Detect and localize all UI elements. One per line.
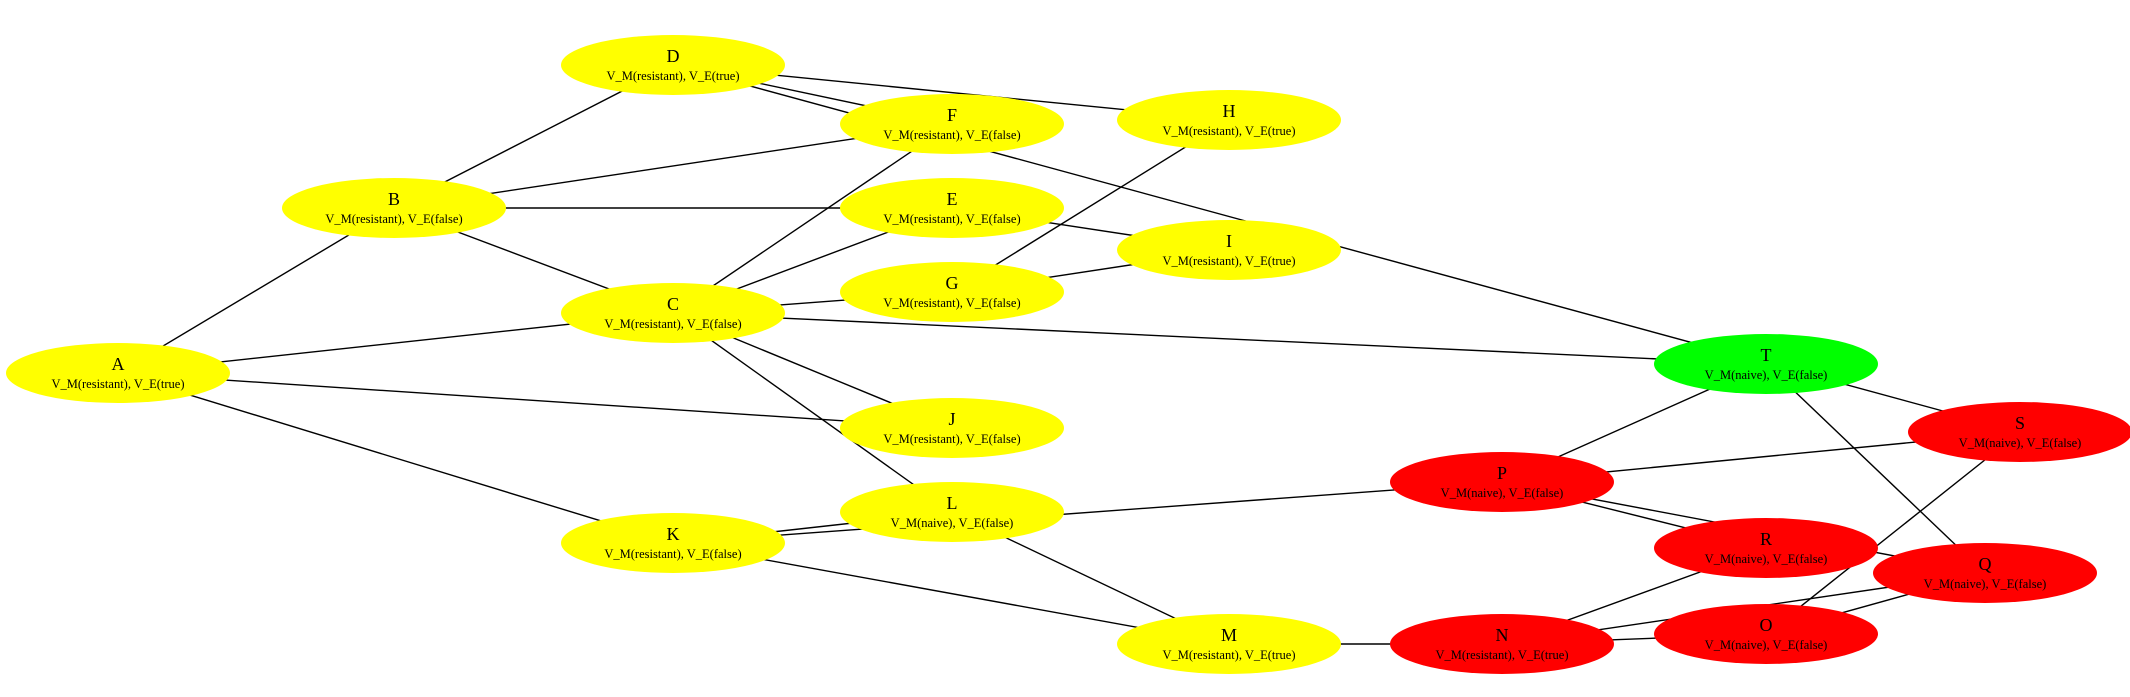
node-a-shape — [6, 343, 230, 403]
node-b-label: V_M(resistant), V_E(false) — [325, 212, 462, 226]
node-s-label: V_M(naive), V_E(false) — [1959, 436, 2082, 450]
node-g-title: G — [946, 273, 959, 293]
node-f-title: F — [947, 105, 957, 125]
node-s-shape — [1908, 402, 2130, 462]
node-q[interactable]: Q V_M(naive), V_E(false) — [1873, 543, 2097, 603]
edge-o-s — [1765, 431, 2021, 635]
node-o-label: V_M(naive), V_E(false) — [1705, 638, 1828, 652]
node-n-label: V_M(resistant), V_E(true) — [1435, 648, 1568, 662]
edge-c-t — [672, 312, 1767, 365]
node-s-title: S — [2015, 413, 2025, 433]
node-t-label: V_M(naive), V_E(false) — [1705, 368, 1828, 382]
node-r-shape — [1654, 518, 1878, 578]
node-m-title: M — [1221, 625, 1237, 645]
node-q-shape — [1873, 543, 2097, 603]
node-b-title: B — [388, 189, 400, 209]
node-j[interactable]: J V_M(resistant), V_E(false) — [840, 398, 1064, 458]
node-p-title: P — [1497, 463, 1507, 483]
node-q-label: V_M(naive), V_E(false) — [1924, 577, 2047, 591]
node-m-shape — [1117, 614, 1341, 674]
node-b[interactable]: B V_M(resistant), V_E(false) — [282, 178, 506, 238]
node-f-shape — [840, 94, 1064, 154]
node-e-shape — [840, 178, 1064, 238]
node-p-label: V_M(naive), V_E(false) — [1441, 486, 1564, 500]
node-t-title: T — [1761, 345, 1772, 365]
node-f-label: V_M(resistant), V_E(false) — [883, 128, 1020, 142]
node-j-title: J — [948, 409, 955, 429]
edge-c-f — [672, 123, 953, 314]
edge-a-b — [117, 207, 395, 374]
node-j-label: V_M(resistant), V_E(false) — [883, 432, 1020, 446]
node-r-label: V_M(naive), V_E(false) — [1705, 552, 1828, 566]
edge-t-q — [1765, 363, 1986, 574]
node-b-shape — [282, 178, 506, 238]
node-a-title: A — [112, 354, 125, 374]
node-m[interactable]: M V_M(resistant), V_E(true) — [1117, 614, 1341, 674]
node-d[interactable]: D V_M(resistant), V_E(true) — [561, 35, 785, 95]
node-p-shape — [1390, 452, 1614, 512]
node-k-shape — [561, 513, 785, 573]
node-layer: A V_M(resistant), V_E(true) B V_M(resistant… — [6, 35, 2130, 674]
node-i[interactable]: I V_M(resistant), V_E(true) — [1117, 220, 1341, 280]
node-e-title: E — [947, 189, 958, 209]
node-l-title: L — [947, 493, 958, 513]
node-q-title: Q — [1979, 554, 1992, 574]
node-h-title: H — [1223, 101, 1236, 121]
node-i-title: I — [1226, 231, 1232, 251]
node-e[interactable]: E V_M(resistant), V_E(false) — [840, 178, 1064, 238]
node-l[interactable]: L V_M(naive), V_E(false) — [840, 482, 1064, 542]
node-o-shape — [1654, 604, 1878, 664]
node-i-shape — [1117, 220, 1341, 280]
node-h-shape — [1117, 90, 1341, 150]
node-t-shape — [1654, 334, 1878, 394]
node-g[interactable]: G V_M(resistant), V_E(false) — [840, 262, 1064, 322]
node-l-shape — [840, 482, 1064, 542]
node-o-title: O — [1760, 615, 1773, 635]
edge-a-j — [117, 372, 953, 429]
node-c-label: V_M(resistant), V_E(false) — [604, 317, 741, 331]
node-k-title: K — [667, 524, 680, 544]
node-n-shape — [1390, 614, 1614, 674]
node-a[interactable]: A V_M(resistant), V_E(true) — [6, 343, 230, 403]
node-g-shape — [840, 262, 1064, 322]
node-r[interactable]: R V_M(naive), V_E(false) — [1654, 518, 1878, 578]
node-k-label: V_M(resistant), V_E(false) — [604, 547, 741, 561]
node-l-label: V_M(naive), V_E(false) — [891, 516, 1014, 530]
edge-a-k — [117, 372, 674, 544]
edge-c-l — [672, 312, 953, 513]
node-d-shape — [561, 35, 785, 95]
node-c[interactable]: C V_M(resistant), V_E(false) — [561, 283, 785, 343]
edge-k-p — [672, 481, 1503, 544]
edge-g-h — [951, 119, 1230, 293]
node-e-label: V_M(resistant), V_E(false) — [883, 212, 1020, 226]
node-g-label: V_M(resistant), V_E(false) — [883, 296, 1020, 310]
node-i-label: V_M(resistant), V_E(true) — [1162, 254, 1295, 268]
node-d-title: D — [667, 46, 680, 66]
node-h-label: V_M(resistant), V_E(true) — [1162, 124, 1295, 138]
node-n[interactable]: N V_M(resistant), V_E(true) — [1390, 614, 1614, 674]
node-p[interactable]: P V_M(naive), V_E(false) — [1390, 452, 1614, 512]
node-s[interactable]: S V_M(naive), V_E(false) — [1908, 402, 2130, 462]
node-m-label: V_M(resistant), V_E(true) — [1162, 648, 1295, 662]
node-k[interactable]: K V_M(resistant), V_E(false) — [561, 513, 785, 573]
node-h[interactable]: H V_M(resistant), V_E(true) — [1117, 90, 1341, 150]
node-t[interactable]: T V_M(naive), V_E(false) — [1654, 334, 1878, 394]
node-f[interactable]: F V_M(resistant), V_E(false) — [840, 94, 1064, 154]
node-n-title: N — [1496, 625, 1509, 645]
node-r-title: R — [1760, 529, 1772, 549]
node-c-title: C — [667, 294, 679, 314]
node-a-label: V_M(resistant), V_E(true) — [51, 377, 184, 391]
node-j-shape — [840, 398, 1064, 458]
node-c-shape — [561, 283, 785, 343]
node-d-label: V_M(resistant), V_E(true) — [606, 69, 739, 83]
node-o[interactable]: O V_M(naive), V_E(false) — [1654, 604, 1878, 664]
